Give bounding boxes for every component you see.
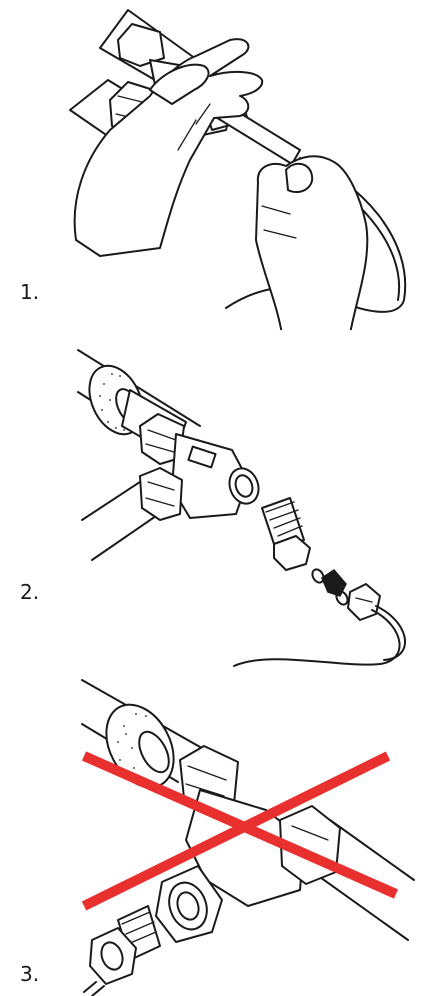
lower-pipe-bottom-edge bbox=[92, 516, 156, 560]
compression-ring bbox=[322, 570, 346, 596]
right-thumb bbox=[286, 164, 312, 192]
step-3-panel: 3. bbox=[0, 670, 424, 996]
cap-nut bbox=[348, 584, 380, 620]
step-1-label: 1. bbox=[20, 280, 39, 304]
step-1-panel: 1. bbox=[0, 0, 424, 330]
sensor-cable bbox=[234, 610, 400, 666]
step-3-label: 3. bbox=[20, 962, 39, 986]
step-1-illustration bbox=[0, 0, 424, 330]
step-3-illustration bbox=[0, 670, 424, 996]
coupling-lower bbox=[140, 468, 182, 520]
adapter-hex bbox=[274, 536, 310, 570]
lower-pipe-top-edge bbox=[82, 478, 146, 520]
step-2-label: 2. bbox=[20, 580, 39, 604]
step-2-illustration bbox=[0, 330, 424, 670]
sensor-cable bbox=[84, 982, 104, 996]
step-2-panel: 2. bbox=[0, 330, 424, 670]
